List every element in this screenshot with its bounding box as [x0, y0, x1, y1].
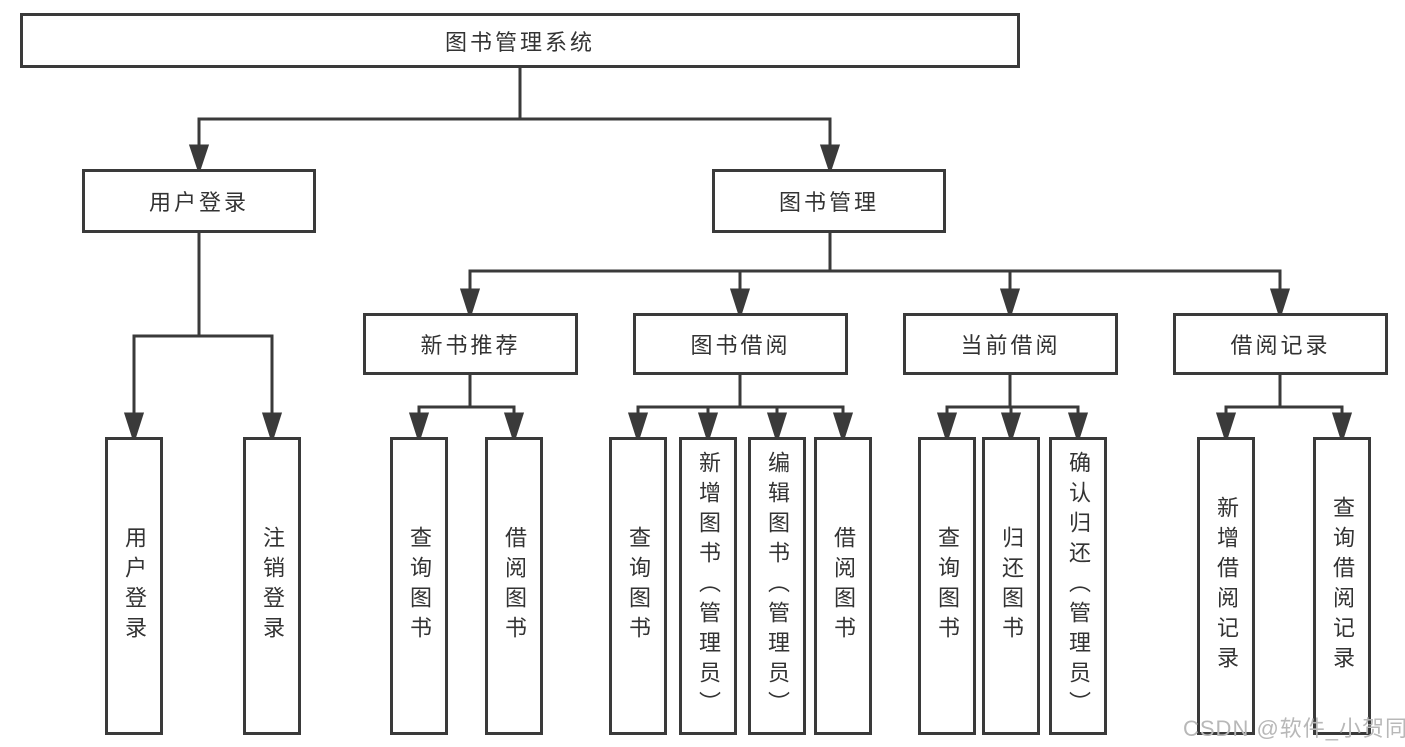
connector-root-to-level2 [188, 68, 841, 175]
connector-current-borrow-branch [936, 375, 1089, 444]
node-borrowing-records: 借阅记录 [1173, 313, 1388, 375]
node-label: 查询借阅记录 [1330, 496, 1355, 676]
node-leaf-return-books: 归还图书 [982, 437, 1040, 735]
node-label: 用户登录 [122, 526, 147, 646]
node-label: 新书推荐 [420, 333, 521, 358]
csdn-watermark: CSDN @软件_小贺同学 [1183, 716, 1405, 741]
node-book-borrowing: 图书借阅 [633, 313, 848, 375]
node-label: 查询图书 [935, 526, 960, 646]
connector-new-book-branch [408, 375, 525, 444]
node-leaf-confirm-return-admin: 确认归还（管理员） [1049, 437, 1107, 735]
node-label: 确认归还（管理员） [1066, 451, 1091, 721]
node-current-borrowing: 当前借阅 [903, 313, 1118, 375]
node-label: 图书管理 [778, 190, 879, 215]
node-leaf-add-borrow-record: 新增借阅记录 [1197, 437, 1255, 735]
node-leaf-user-login: 用户登录 [105, 437, 163, 735]
node-label: 编辑图书（管理员） [765, 451, 790, 721]
node-leaf-borrow-books-2: 借阅图书 [814, 437, 872, 735]
connector-user-login-branch [123, 233, 283, 444]
connector-borrow-records-branch [1215, 375, 1353, 444]
node-label: 借阅图书 [502, 526, 527, 646]
node-leaf-query-books-1: 查询图书 [390, 437, 448, 735]
node-leaf-add-books-admin: 新增图书（管理员） [679, 437, 737, 735]
node-user-login: 用户登录 [82, 169, 316, 233]
connector-book-management-branch [459, 233, 1291, 320]
node-new-book-recommendation: 新书推荐 [363, 313, 578, 375]
node-label: 图书借阅 [690, 333, 791, 358]
node-label: 用户登录 [148, 190, 249, 215]
node-label: 当前借阅 [960, 333, 1061, 358]
node-library-management-system: 图书管理系统 [20, 13, 1020, 68]
node-label: 归还图书 [999, 526, 1024, 646]
node-label: 借阅记录 [1230, 333, 1331, 358]
node-book-management: 图书管理 [712, 169, 946, 233]
node-label: 注销登录 [260, 526, 285, 646]
node-label: 图书管理系统 [444, 29, 595, 55]
node-label: 新增图书（管理员） [696, 451, 721, 721]
node-leaf-edit-books-admin: 编辑图书（管理员） [748, 437, 806, 735]
node-label: 查询图书 [407, 526, 432, 646]
node-label: 查询图书 [626, 526, 651, 646]
node-leaf-logout: 注销登录 [243, 437, 301, 735]
node-leaf-query-borrow-record: 查询借阅记录 [1313, 437, 1371, 735]
node-label: 新增借阅记录 [1214, 496, 1239, 676]
connector-book-borrow-branch [627, 375, 854, 444]
node-leaf-borrow-books-1: 借阅图书 [485, 437, 543, 735]
node-leaf-query-books-2: 查询图书 [609, 437, 667, 735]
node-label: 借阅图书 [831, 526, 856, 646]
node-leaf-query-books-3: 查询图书 [918, 437, 976, 735]
